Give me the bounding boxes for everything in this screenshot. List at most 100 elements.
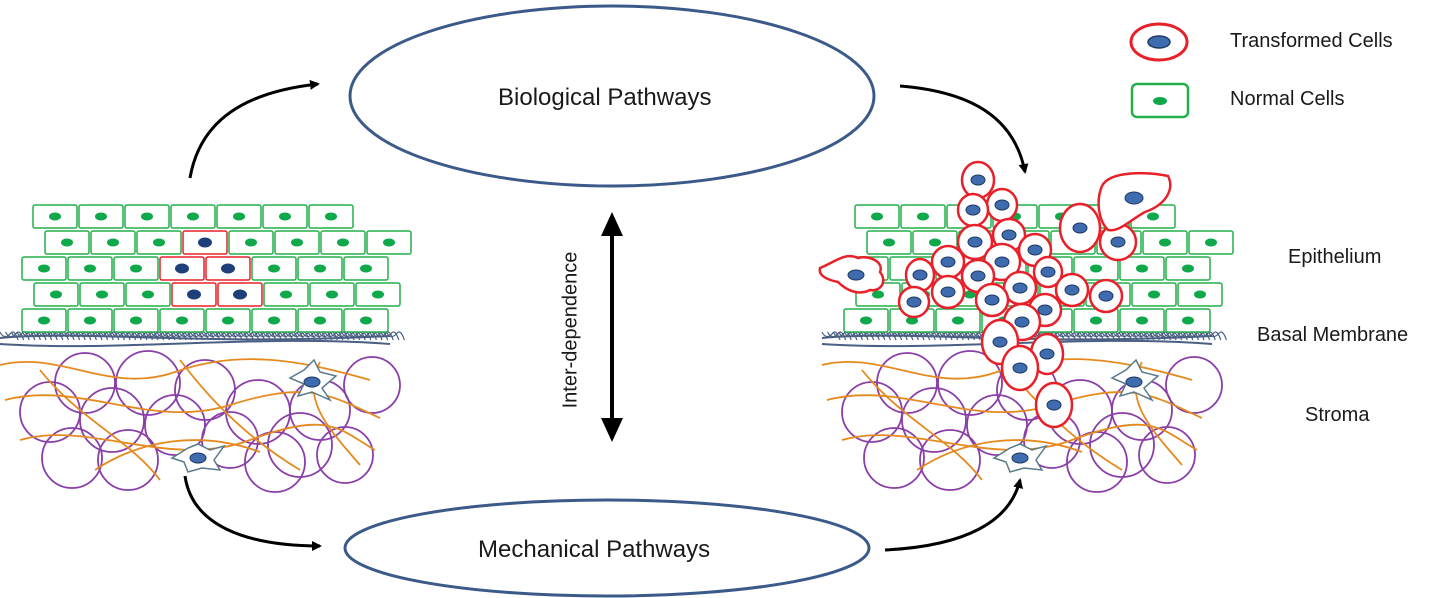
- fibroblasts: [992, 358, 1160, 473]
- transformed-nucleus: [1124, 191, 1144, 205]
- stroma-circle: [79, 387, 145, 453]
- stroma-circle: [863, 427, 925, 489]
- normal-nucleus: [268, 264, 280, 273]
- stroma-circle: [919, 429, 981, 491]
- stroma-fiber: [4, 391, 381, 419]
- stroma-label: Stroma: [1305, 404, 1370, 426]
- interdependence-label: Inter-dependence: [559, 251, 582, 409]
- transformed-nucleus: [994, 256, 1010, 268]
- stroma-fibers: [821, 350, 1223, 493]
- stroma-circle: [841, 381, 903, 443]
- transformed-nucleus: [970, 174, 986, 186]
- interdependence-arrowhead-up: [601, 212, 623, 236]
- stroma-fiber: [94, 439, 261, 471]
- stroma-circle: [115, 350, 181, 416]
- normal-nucleus: [38, 264, 50, 273]
- transformed-nucleus: [992, 336, 1008, 348]
- transformed-nucleus: [1012, 282, 1028, 294]
- stroma-circle: [901, 387, 967, 453]
- normal-nucleus: [130, 316, 142, 325]
- normal-nucleus: [95, 212, 107, 221]
- fibroblasts: [170, 358, 338, 473]
- normal-nucleus: [279, 212, 291, 221]
- transformed-nucleus: [1001, 229, 1017, 241]
- transformed-nucleus: [1072, 222, 1088, 234]
- transformed-nucleus: [970, 270, 986, 282]
- transformed-nucleus: [1014, 316, 1030, 328]
- stroma-circle: [1138, 426, 1196, 484]
- normal-nucleus: [1182, 316, 1194, 325]
- stroma-circle: [316, 426, 374, 484]
- transformed-nucleus: [1037, 304, 1053, 316]
- normal-nucleus: [49, 212, 61, 221]
- stroma-circle: [244, 431, 306, 493]
- stroma-circle: [1066, 431, 1128, 493]
- normal-nucleus: [61, 238, 73, 247]
- normal-nucleus: [1136, 316, 1148, 325]
- normal-nucleus: [860, 316, 872, 325]
- stroma-fiber: [39, 369, 161, 481]
- transformed-nucleus: [1046, 399, 1062, 411]
- stroma-circle: [19, 381, 81, 443]
- transformed-nucleus: [175, 263, 189, 274]
- transformed-tissue: [818, 160, 1234, 493]
- normal-nucleus: [50, 290, 62, 299]
- transformed-nucleus: [187, 289, 201, 300]
- stroma-fibers: [0, 350, 401, 493]
- normal-nucleus: [84, 316, 96, 325]
- normal-nucleus: [1205, 238, 1217, 247]
- transformed-nucleus: [984, 294, 1000, 306]
- transformed-nucleus: [1039, 348, 1055, 360]
- normal-nucleus: [372, 290, 384, 299]
- normal-nucleus: [1159, 238, 1171, 247]
- arrow-biological-to-right: [899, 84, 1029, 174]
- normal-nucleus: [176, 316, 188, 325]
- normal-nucleus: [314, 264, 326, 273]
- normal-nucleus: [141, 212, 153, 221]
- normal-nucleus: [1090, 264, 1102, 273]
- stroma-circle: [1089, 412, 1155, 478]
- normal-nucleus: [280, 290, 292, 299]
- normal-nucleus: [142, 290, 154, 299]
- arrow-left-to-mechanical: [183, 475, 322, 551]
- normal-nucleus: [872, 290, 884, 299]
- normal-nucleus: [325, 212, 337, 221]
- epithelium-label: Epithelium: [1288, 246, 1382, 268]
- normal-nucleus: [383, 238, 395, 247]
- normal-nucleus: [952, 316, 964, 325]
- stroma-circle: [937, 350, 1003, 416]
- membrane-line: [0, 334, 391, 341]
- arrow-left-to-biological: [188, 79, 320, 179]
- normal-nucleus: [84, 264, 96, 273]
- membrane-line: [821, 334, 1213, 341]
- normal-nucleus: [917, 212, 929, 221]
- stroma-fiber: [861, 369, 983, 481]
- normal-nucleus: [1090, 316, 1102, 325]
- stroma-circle: [41, 427, 103, 489]
- normal-nucleus: [314, 316, 326, 325]
- legend-normal-label: Normal Cells: [1230, 88, 1345, 110]
- transformed-nucleus: [906, 296, 922, 308]
- stroma-fiber: [0, 358, 371, 381]
- normal-nucleus: [1147, 212, 1159, 221]
- legend-normal-nucleus-icon: [1153, 97, 1167, 105]
- mechanical-pathways-label: Mechanical Pathways: [478, 536, 711, 563]
- transformed-nucleus: [198, 237, 212, 248]
- stroma-circle: [144, 394, 206, 456]
- normal-nucleus: [906, 316, 918, 325]
- normal-nucleus: [360, 264, 372, 273]
- biological-pathways-ellipse: [348, 4, 876, 188]
- transformed-nucleus: [1098, 290, 1114, 302]
- transformed-nucleus: [994, 199, 1010, 211]
- normal-nucleus: [130, 264, 142, 273]
- transformed-nucleus: [940, 256, 956, 268]
- stroma-fiber: [916, 439, 1083, 471]
- fibroblast-nucleus: [1011, 452, 1029, 464]
- normal-nucleus: [1182, 264, 1194, 273]
- basal-membrane-label: Basal Membrane: [1257, 324, 1409, 346]
- transformed-nucleus: [221, 263, 235, 274]
- stroma-fiber: [19, 423, 376, 451]
- biological-pathways-label: Biological Pathways: [498, 84, 712, 111]
- normal-tissue: [0, 204, 412, 493]
